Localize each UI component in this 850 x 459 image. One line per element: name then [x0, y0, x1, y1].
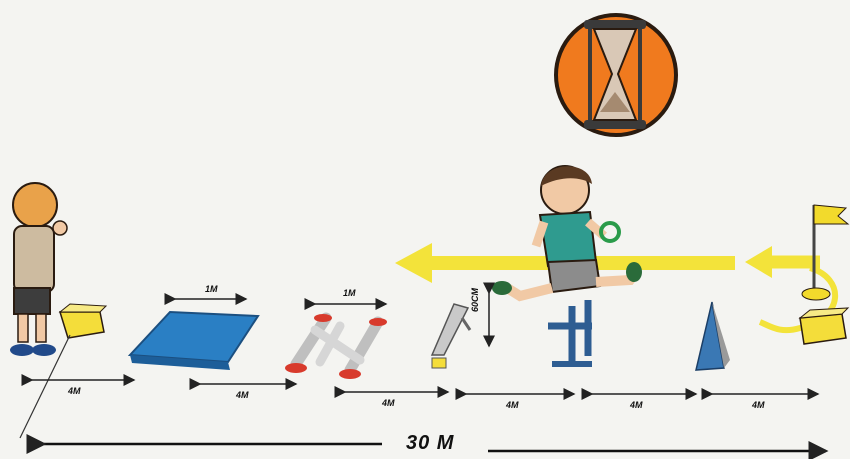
running-child: [492, 166, 642, 296]
waiting-child: [10, 183, 67, 356]
total-length-label: 30 M: [406, 432, 454, 455]
blue-mat: [130, 312, 258, 370]
end-basket: [800, 308, 848, 344]
bars-width-label: 1M: [343, 288, 356, 298]
segment-dimensions: [32, 380, 818, 394]
start-basket: [60, 304, 106, 338]
flag-icon: [802, 205, 848, 300]
crossed-bars: [285, 314, 387, 379]
mat-width-label: 1M: [205, 284, 218, 294]
segment-label: 4M: [68, 386, 81, 396]
segment-label: 4M: [630, 400, 643, 410]
hourglass-icon: [556, 15, 676, 135]
balance-ramp: [432, 304, 470, 368]
segment-label: 4M: [506, 400, 519, 410]
height-label: 60CM: [470, 288, 480, 312]
segment-label: 4M: [382, 398, 395, 408]
segment-label: 4M: [752, 400, 765, 410]
cone-marker: [696, 302, 730, 370]
segment-label: 4M: [236, 390, 249, 400]
hurdle: [548, 300, 592, 364]
